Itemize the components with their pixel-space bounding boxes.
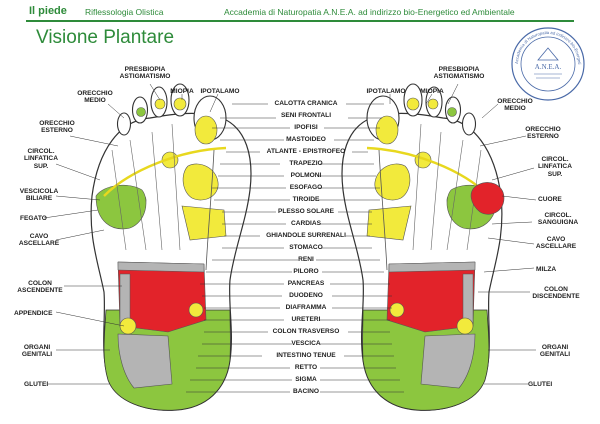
label-right-presbiopia: PRESBIOPIA ASTIGMATISMO bbox=[433, 66, 485, 81]
label-right-organi-genitali: ORGANI GENITALI bbox=[539, 344, 571, 359]
label-seni-frontali: SENI FRONTALI bbox=[280, 112, 332, 119]
label-left-fegato: FEGATO bbox=[20, 215, 47, 222]
label-ipofisi: IPOFISI bbox=[294, 124, 318, 131]
label-left-vescicola-biliare: VESCICOLA BILIARE bbox=[19, 188, 59, 203]
label-right-glutei: GLUTEI bbox=[528, 381, 553, 388]
label-right-milza: MILZA bbox=[536, 266, 557, 273]
right-foot bbox=[340, 82, 504, 412]
label-sigma: SIGMA bbox=[295, 376, 317, 383]
label-right-circol-sanguigna: CIRCOL. SANGUIGNA bbox=[537, 212, 579, 227]
label-right-colon-discendente: COLON DISCENDENTE bbox=[532, 286, 580, 301]
label-esofago: ESOFAGO bbox=[289, 184, 323, 191]
label-right-ipotalamo: IPOTALAMO bbox=[366, 88, 406, 95]
svg-text:A.N.E.A.: A.N.E.A. bbox=[535, 63, 562, 71]
label-bacino: BACINO bbox=[292, 388, 319, 395]
header-academy: Accademia di Naturopatia A.N.E.A. ad ind… bbox=[224, 7, 515, 17]
label-piloro: PILORO bbox=[293, 268, 319, 275]
label-left-presbiopia: PRESBIOPIA ASTIGMATISMO bbox=[119, 66, 171, 81]
header-title: Il piede bbox=[29, 5, 67, 17]
header-divider bbox=[26, 20, 574, 22]
header-subtitle: Riflessologia Olistica bbox=[85, 7, 164, 17]
label-plesso-solare: PLESSO SOLARE bbox=[277, 208, 335, 215]
anea-logo: Accademia di Naturopatia ad indirizzo bi… bbox=[508, 24, 585, 101]
page-title: Visione Plantare bbox=[36, 27, 175, 48]
label-right-orecchio-medio: ORECCHIO MEDIO bbox=[497, 98, 533, 113]
label-left-ipotalamo: IPOTALAMO bbox=[200, 88, 240, 95]
label-colon-trasverso: COLON TRASVERSO bbox=[272, 328, 340, 335]
label-polmoni: POLMONI bbox=[290, 172, 322, 179]
leader-lines bbox=[43, 83, 537, 393]
label-left-orecchio-medio: ORECCHIO MEDIO bbox=[77, 90, 113, 105]
label-tiroide: TIROIDE bbox=[292, 196, 320, 203]
label-mastoideo: MASTOIDEO bbox=[286, 136, 326, 143]
label-ureteri: URETERI bbox=[291, 316, 321, 323]
label-right-cuore: CUORE bbox=[538, 196, 562, 203]
label-trapezio: TRAPEZIO bbox=[289, 160, 323, 167]
label-cardias: CARDIAS bbox=[290, 220, 322, 227]
label-intestino-tenue: INTESTINO TENUE bbox=[276, 352, 336, 359]
label-duodeno: DUODENO bbox=[289, 292, 323, 299]
left-foot bbox=[89, 82, 253, 412]
label-diaframma: DIAFRAMMA bbox=[285, 304, 327, 311]
label-left-colon-ascendente: COLON ASCENDENTE bbox=[17, 280, 63, 295]
label-vescica: VESCICA bbox=[291, 340, 321, 347]
label-left-appendice: APPENDICE bbox=[14, 310, 53, 317]
label-right-orecchio-esterno: ORECCHIO ESTERNO bbox=[525, 126, 561, 141]
header-bar: Il piede Riflessologia Olistica Accademi… bbox=[0, 0, 600, 24]
label-left-orecchio-esterno: ORECCHIO ESTERNO bbox=[39, 120, 75, 135]
label-left-cavo-ascellare: CAVO ASCELLARE bbox=[18, 233, 60, 248]
label-ghiandole-surrenali: GHIANDOLE SURRENALI bbox=[266, 232, 346, 239]
label-right-cavo-ascellare: CAVO ASCELLARE bbox=[535, 236, 577, 251]
label-left-miopia: MIOPIA bbox=[170, 88, 194, 95]
label-right-circol-linfatica: CIRCOL. LINFATICA SUP. bbox=[538, 156, 572, 178]
label-right-miopia: MIOPIA bbox=[420, 88, 444, 95]
label-atlante-epistrofeo: ATLANTE - EPISTROFEO bbox=[266, 148, 346, 155]
label-retto: RETTO bbox=[294, 364, 318, 371]
heart-zone bbox=[470, 182, 505, 215]
label-left-organi-genitali: ORGANI GENITALI bbox=[21, 344, 53, 359]
label-calotta-cranica: CALOTTA CRANICA bbox=[274, 100, 338, 107]
label-left-glutei: GLUTEI bbox=[24, 381, 49, 388]
label-pancreas: PANCREAS bbox=[287, 280, 325, 287]
label-reni: RENI bbox=[298, 256, 314, 263]
label-left-circol-linfatica: CIRCOL. LINFATICA SUP. bbox=[24, 148, 58, 170]
label-stomaco: STOMACO bbox=[289, 244, 323, 251]
